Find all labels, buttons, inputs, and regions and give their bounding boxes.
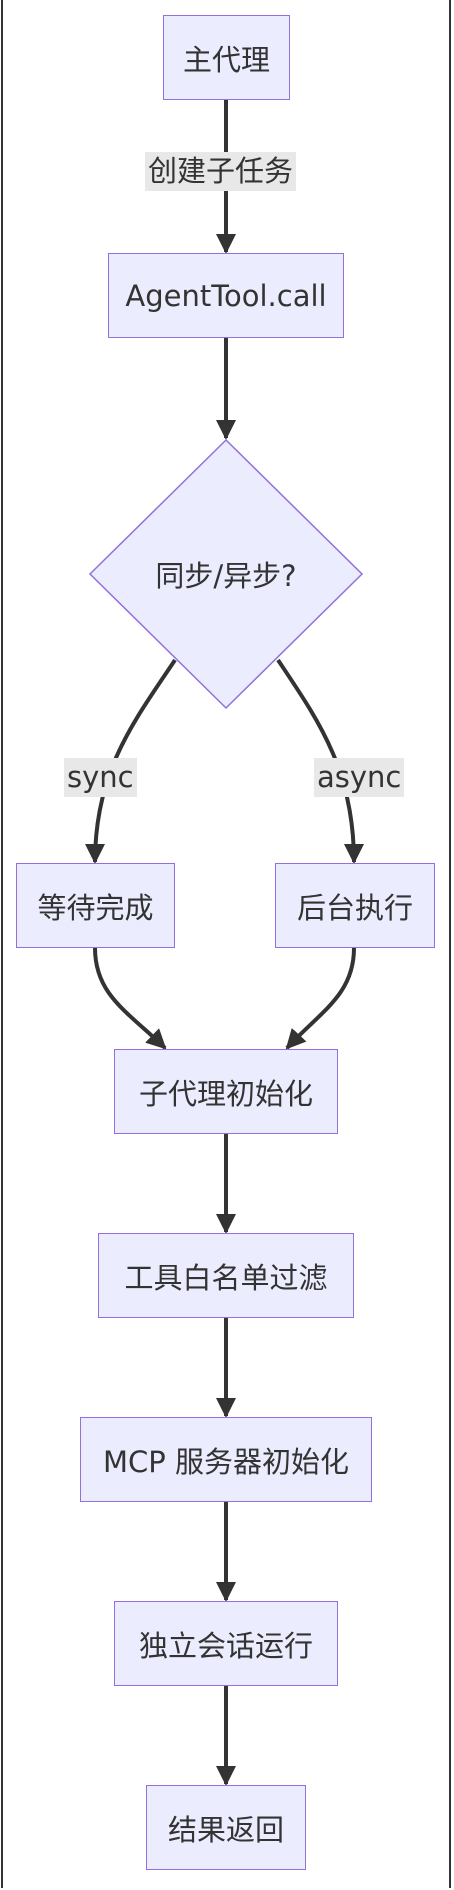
node-isolated-session-run: 独立会话运行 [114,1601,338,1686]
edge-label-async: async [314,758,405,797]
node-background-exec: 后台执行 [275,863,435,948]
node-agenttool-call: AgentTool.call [108,253,344,338]
edge-decision-to-wait [85,658,177,864]
edge-decision-to-background [276,658,364,864]
node-subagent-init: 子代理初始化 [114,1049,338,1134]
node-main-agent: 主代理 [163,15,290,100]
node-wait-complete: 等待完成 [16,863,175,948]
node-tool-whitelist-filter: 工具白名单过滤 [98,1233,354,1318]
edge-label-create-subtask: 创建子任务 [145,152,297,191]
node-sync-async-decision: 同步/异步? [155,559,297,593]
edge-background-to-subagent [285,947,356,1050]
edge-wait-to-subagent [93,947,167,1050]
edge-label-sync: sync [64,758,137,797]
node-mcp-server-init: MCP 服务器初始化 [80,1417,372,1502]
decision-diamond [88,438,364,710]
node-result-return: 结果返回 [146,1785,306,1870]
